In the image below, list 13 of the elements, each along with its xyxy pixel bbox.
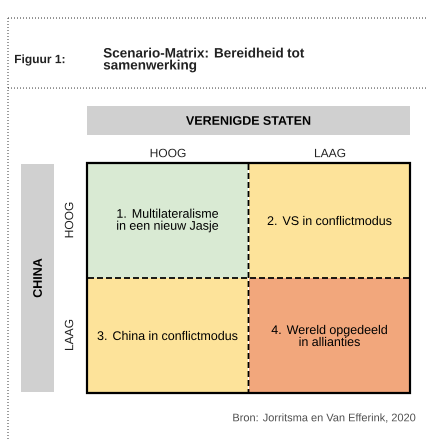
matrix-cell: 2. VS in conflictmodus — [249, 163, 410, 278]
header-band: CHINA — [21, 164, 54, 392]
axis-label: HOOG — [64, 202, 74, 238]
source-note: Bron: Jorritsma en Van Efferink, 2020 — [233, 413, 416, 423]
axis-label: LAAG — [64, 320, 74, 350]
axis-label: HOOG — [150, 148, 186, 158]
figure-number: Figuur 1: — [15, 54, 64, 66]
header-band: VERENIGDE STATEN — [87, 106, 410, 135]
axis-label: LAAG — [314, 148, 346, 158]
matrix-cell: 3. China in conflictmodus — [87, 278, 248, 393]
matrix-cell: 1. Multilateralisme in een nieuw Jasje — [87, 163, 248, 278]
matrix-cell: 4. Wereld opgedeeld in allianties — [249, 278, 410, 393]
title: Scenario-Matrix: Bereidheid tot samenwerking — [104, 48, 304, 72]
